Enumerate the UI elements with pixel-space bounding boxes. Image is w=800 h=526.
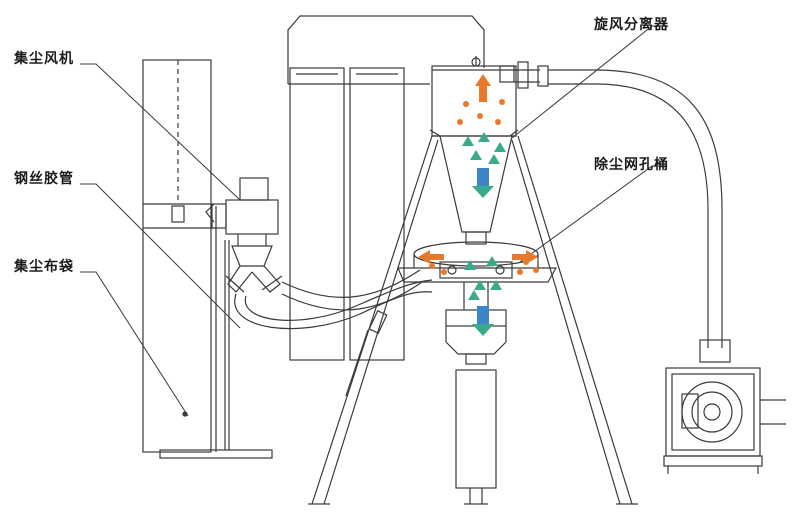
- label-steel-wire-hose: 钢丝胶管: [14, 171, 74, 187]
- bag-filter-housing: [287, 15, 485, 361]
- arrow-side-icon: [418, 250, 538, 264]
- steel-wire-hoses: [234, 269, 433, 397]
- label-dust-bag: 集尘布袋: [14, 259, 74, 275]
- arrow-down-icon: [472, 168, 494, 336]
- label-leader-lines: [80, 25, 668, 417]
- dust-fan: [205, 177, 283, 293]
- flow-indicators: [418, 74, 539, 336]
- label-cyclone-separator: 旋风分离器: [594, 17, 669, 33]
- feed-blower: [663, 367, 786, 474]
- orange-particles: [429, 99, 539, 275]
- return-pipe: [548, 69, 731, 363]
- diagram-lines: [80, 15, 786, 505]
- cyclone-separator: [429, 56, 549, 245]
- green-particles: [462, 132, 506, 300]
- dust-bag-column: [142, 59, 273, 459]
- arrow-up-icon: [475, 74, 491, 102]
- label-dust-screen-drum: 除尘网孔桶: [594, 157, 669, 173]
- support-frame: [308, 135, 638, 505]
- label-dust-fan: 集尘风机: [14, 51, 74, 67]
